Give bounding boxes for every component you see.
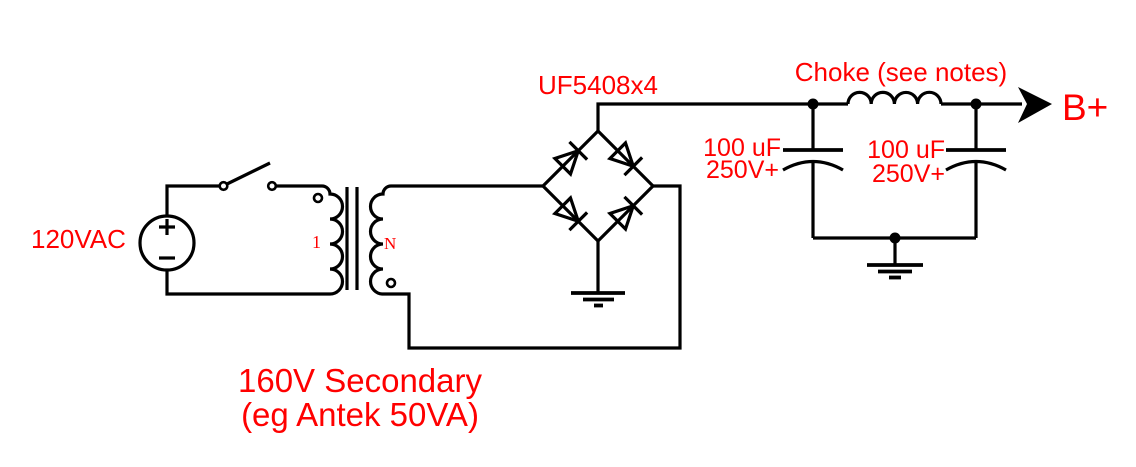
ground-symbol-filter — [867, 238, 923, 280]
junction-dot-right — [970, 98, 982, 110]
bridge-diamond — [540, 128, 656, 244]
output-label: B+ — [1062, 87, 1108, 128]
capacitor-2-value-label: 100 uF — [867, 136, 945, 164]
ground-symbol-bridge — [571, 241, 625, 308]
switch-terminal-left — [218, 180, 229, 192]
secondary-note-line2: (eg Antek 50VA) — [241, 396, 479, 433]
capacitor-1-value-label: 100 uF — [703, 134, 781, 162]
junction-dot-left — [807, 98, 819, 110]
diode-top-left — [551, 140, 589, 178]
secondary-turns-label: N — [384, 234, 396, 253]
primary-turns-label: 1 — [312, 232, 321, 252]
switch-terminal-right — [266, 180, 278, 192]
choke-inductor — [846, 90, 943, 105]
plus-sign-icon — [159, 219, 175, 235]
power-switch — [218, 161, 278, 192]
polarity-dot-primary — [312, 192, 324, 204]
transformer-primary-winding — [165, 184, 345, 296]
capacitor-1-rating-label: 250V+ — [706, 156, 779, 184]
rectifier-label: UF5408x4 — [538, 70, 658, 100]
transformer-core — [345, 187, 359, 290]
wire-source-to-switch — [165, 184, 219, 216]
source-label: 120VAC — [31, 224, 126, 254]
diode-top-right — [606, 139, 644, 177]
diode-bottom-left — [551, 194, 589, 232]
secondary-note-line1: 160V Secondary — [238, 362, 483, 399]
bridge-rectifier — [540, 128, 656, 244]
diode-bottom-right — [606, 195, 644, 233]
transformer-secondary-winding — [368, 184, 682, 350]
polarity-dot-secondary — [385, 277, 397, 289]
capacitor-2-rating-label: 250V+ — [872, 160, 945, 188]
ac-source — [138, 214, 196, 272]
wire-bridge-to-choke — [596, 102, 848, 131]
capacitor-2 — [945, 106, 1007, 238]
capacitor-1 — [782, 106, 844, 238]
output-arrow-icon — [1018, 87, 1052, 123]
switch-lever — [226, 161, 271, 186]
choke-label: Choke (see notes) — [795, 57, 1007, 87]
